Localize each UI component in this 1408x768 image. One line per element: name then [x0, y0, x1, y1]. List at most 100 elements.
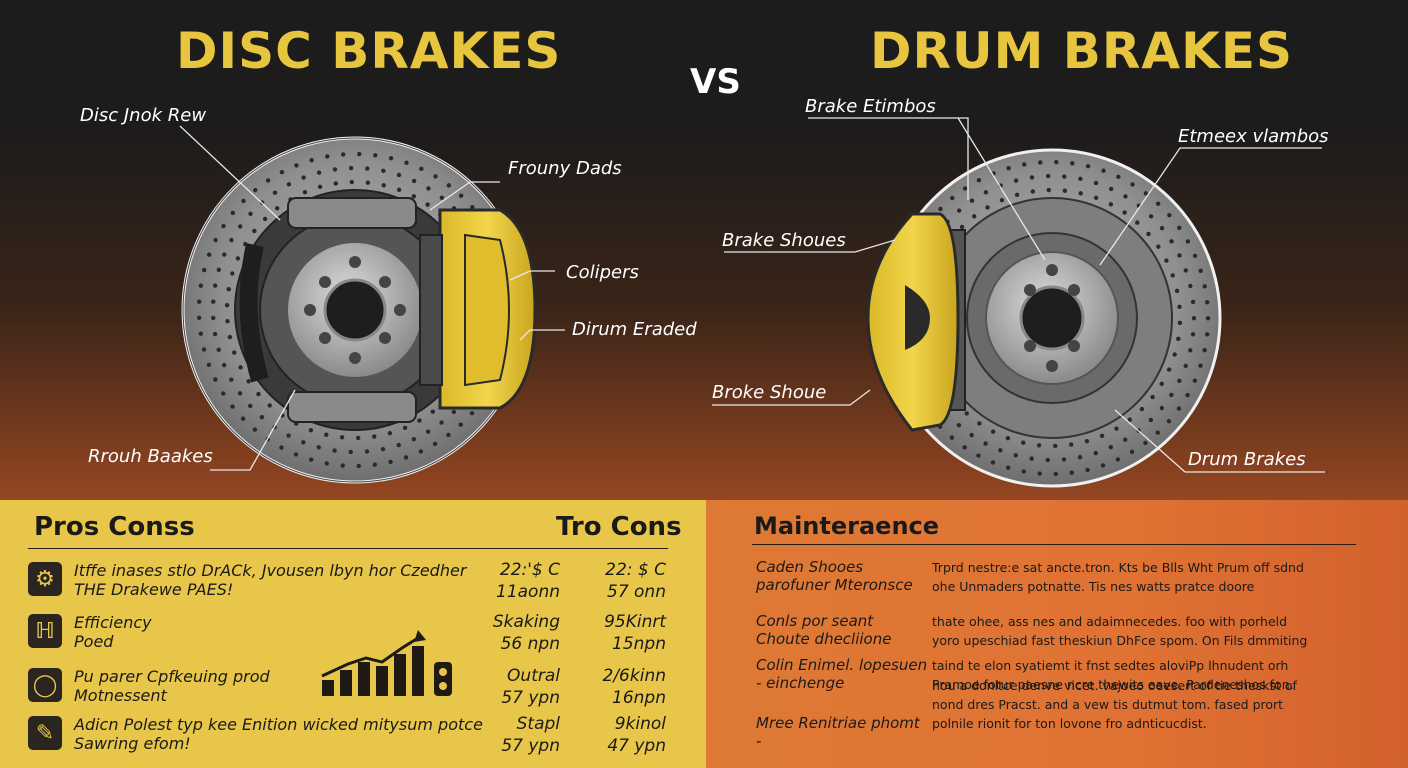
rotor-hole — [1190, 299, 1196, 305]
rotor-hole — [279, 169, 285, 175]
rotor-hole — [969, 198, 975, 203]
rotor-hole — [1191, 315, 1197, 321]
rotor-hole — [983, 190, 989, 195]
rotor-hole — [1084, 438, 1090, 444]
rotor-hole — [1172, 352, 1177, 357]
rotor-hole — [998, 448, 1003, 453]
rotor-hole — [1061, 457, 1067, 462]
rotor-hole — [235, 256, 241, 261]
rotor-hole — [1169, 239, 1174, 244]
rotor-hole — [211, 299, 216, 304]
rotor-hole — [1198, 363, 1203, 368]
row-text-line2: THE Drakewe PAES! — [74, 580, 234, 599]
rotor-hole — [1078, 176, 1083, 182]
rotor-hole — [238, 224, 243, 229]
rotor-hole — [1192, 253, 1198, 258]
rotor-hole — [430, 409, 435, 414]
row-disc-value: 22:'$ C — [499, 560, 560, 580]
drum-shoe — [866, 212, 960, 432]
rotor-hole — [962, 186, 968, 191]
row-drum-value: 57 onn — [607, 582, 666, 602]
rotor-hole — [240, 416, 246, 421]
rotor-hole — [253, 187, 258, 193]
rotor-hole — [1108, 445, 1114, 450]
rotor-hole — [1127, 417, 1132, 422]
rotor-hole — [252, 228, 257, 234]
rotor-hole — [1190, 332, 1196, 337]
rotor-hole — [1069, 470, 1074, 475]
rotor-hole — [1174, 288, 1180, 294]
rotor-hole — [262, 216, 268, 222]
brake-icon: ℍ — [28, 614, 62, 648]
rotor-hole — [227, 334, 233, 340]
rotor-hole — [1143, 191, 1149, 196]
rotor-hole — [1021, 469, 1026, 474]
rotor-hole — [372, 434, 377, 439]
rotor-hole — [1192, 378, 1198, 383]
rotor-hole — [1101, 168, 1106, 173]
rotor-hole — [1164, 258, 1169, 263]
rotor-hole — [340, 463, 345, 468]
rotor-hole — [1108, 202, 1114, 207]
rotor-hole — [226, 286, 231, 292]
row-text-line1: Adicn Polest typ kee Enition wicked mity… — [74, 715, 483, 734]
rotor-hole — [1159, 381, 1164, 387]
rotor-hole — [956, 423, 962, 428]
rotor-hole — [357, 151, 362, 157]
rotor-hole — [1100, 463, 1106, 468]
rotor-hole — [206, 252, 212, 257]
rotor-hole — [241, 198, 246, 204]
rotor-hole — [365, 166, 370, 171]
callout-drum-top: Brake Etimbos — [805, 96, 936, 117]
rotor-hole — [213, 237, 218, 243]
rotor-hole — [1046, 187, 1052, 193]
rotor-hole — [355, 435, 361, 441]
row-disc-value: 57 ypn — [501, 688, 560, 708]
rotor-hole — [372, 462, 377, 467]
callout-lines — [179, 117, 1325, 473]
rotor-hole — [411, 178, 417, 184]
callout-disc-calipers: Colipers — [566, 262, 639, 283]
rotor-hole — [419, 166, 424, 172]
rotor-hole — [293, 452, 299, 457]
rotor-hole — [1085, 164, 1091, 169]
rotor-hole — [1169, 392, 1174, 398]
rotor-hole — [196, 315, 202, 320]
rotor-hole — [1166, 418, 1172, 424]
rotor-hole — [256, 391, 261, 397]
rotor-hole — [417, 418, 422, 423]
rotor-hole — [332, 167, 338, 172]
rotor-hole — [1005, 435, 1011, 441]
rotor-hole — [365, 180, 371, 185]
rotor-hole — [1202, 347, 1207, 353]
rotor-hole — [396, 442, 401, 448]
rotor-hole — [446, 183, 452, 188]
rotor-hole — [1177, 320, 1183, 326]
row-disc-value: Outral — [507, 666, 560, 686]
rotor-hole — [976, 453, 981, 458]
rotor-hole — [1198, 268, 1203, 274]
rotor-hole — [246, 379, 251, 384]
rotor-hole — [301, 440, 306, 445]
rotor-hole — [451, 409, 457, 415]
rotor-hole — [469, 410, 475, 416]
rotor-hole — [458, 193, 464, 198]
rotor-hole — [302, 190, 308, 195]
rotor-hole — [446, 432, 451, 438]
rotor-hole — [1177, 253, 1182, 258]
rotor-hole — [439, 420, 444, 425]
rotor-hole — [198, 331, 204, 336]
rotor-hole — [380, 447, 386, 452]
rotor-hole — [999, 198, 1005, 203]
rotor-hole — [1078, 191, 1083, 196]
row-text-line1: Itffe inases stlo DrACk, Jvousen lbyn ho… — [74, 561, 467, 580]
row-drum-value: 22: $ C — [605, 560, 666, 580]
rotor-hole — [432, 441, 438, 447]
rotor-hole — [1148, 214, 1154, 219]
rotor-hole — [1116, 174, 1121, 180]
rotor-hole — [969, 432, 974, 438]
rotor-hole — [309, 157, 314, 163]
rotor-hole — [308, 427, 314, 433]
rotor-hole — [301, 175, 306, 180]
row-drum-value: 9kinol — [614, 714, 666, 734]
